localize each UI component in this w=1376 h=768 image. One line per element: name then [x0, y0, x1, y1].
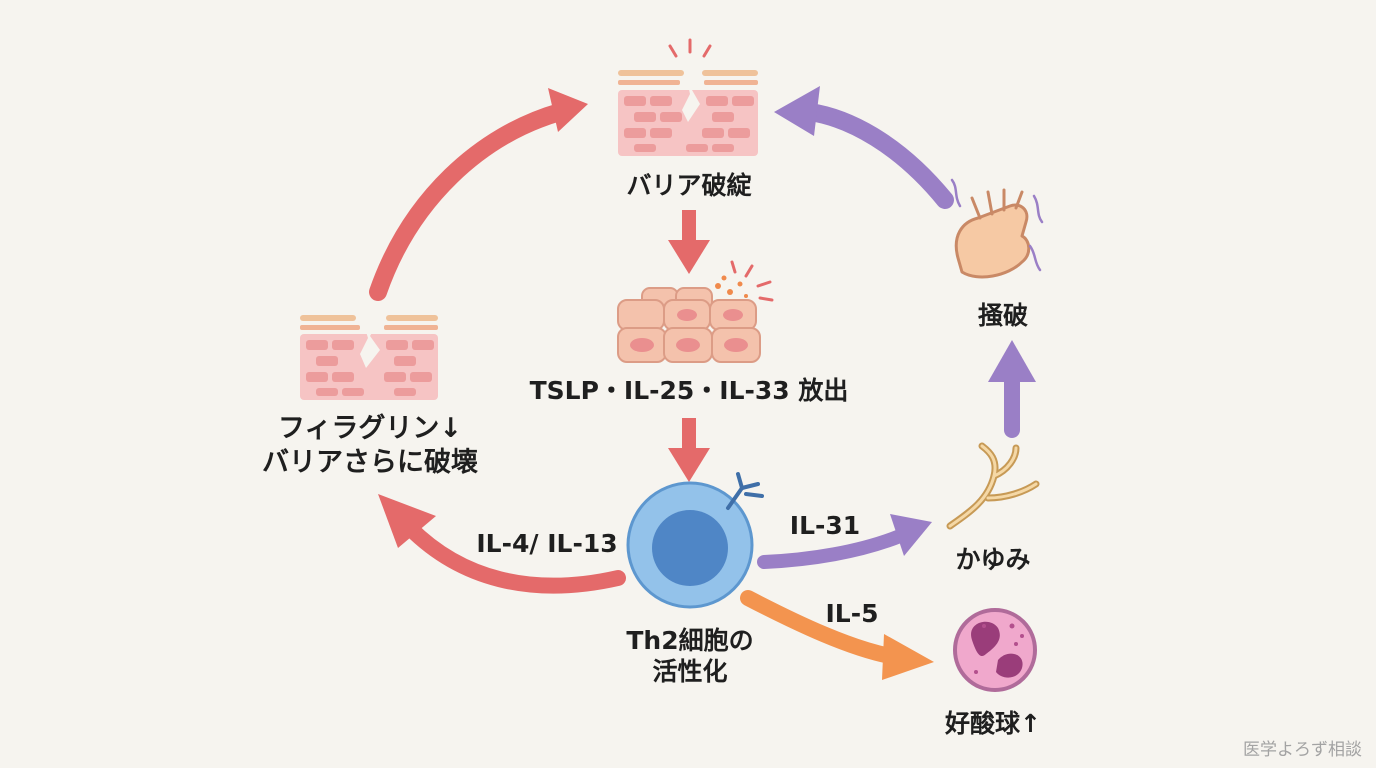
- th2-label-line2: 活性化: [652, 657, 728, 687]
- th2-cell-icon: [626, 472, 764, 609]
- eosinophil-icon: [953, 608, 1037, 692]
- filaggrin-label: フィラグリン↓ バリアさらに破壊: [262, 412, 478, 480]
- filaggrin-label-line2: バリアさらに破壊: [262, 446, 478, 478]
- arrow-th2-to-eosinophil: [740, 590, 934, 680]
- edge-label-il5: IL-5: [825, 599, 879, 628]
- itch-label: かゆみ: [955, 545, 1031, 574]
- eosinophil-label: 好酸球↑: [945, 709, 1041, 738]
- arrow-th2-to-itch: [757, 514, 932, 569]
- th2-label: Th2細胞の 活性化: [626, 625, 753, 688]
- edge-label-il31: IL-31: [789, 511, 861, 540]
- nerve-icon: [946, 442, 1040, 530]
- arrow-cytokines-to-th2: [668, 418, 710, 482]
- skin-filaggrin-icon: [300, 312, 438, 400]
- watermark: 医学よろず相談: [1243, 740, 1362, 760]
- skin-cells-icon: [617, 260, 774, 363]
- arrow-itch-to-scratch: [988, 340, 1036, 438]
- skin-barrier-broken-icon: [618, 38, 758, 156]
- scratch-label: 掻破: [977, 301, 1029, 330]
- arrow-barrier-to-cytokines: [668, 210, 710, 274]
- edge-label-il4-il13: IL-4/ IL-13: [476, 529, 618, 558]
- th2-label-line1: Th2細胞の: [626, 626, 754, 655]
- filaggrin-label-line1: フィラグリン↓: [277, 413, 463, 444]
- arrow-filaggrin-to-barrier: [369, 88, 588, 301]
- receptor-icon: [726, 472, 764, 510]
- arrow-scratch-to-barrier: [774, 86, 954, 209]
- arrow-th2-to-filaggrin: [378, 494, 626, 594]
- cytokines-label: TSLP・IL-25・IL-33 放出: [529, 376, 849, 405]
- scratching-hand-icon: [950, 178, 1044, 279]
- barrier-label: バリア破綻: [626, 171, 752, 200]
